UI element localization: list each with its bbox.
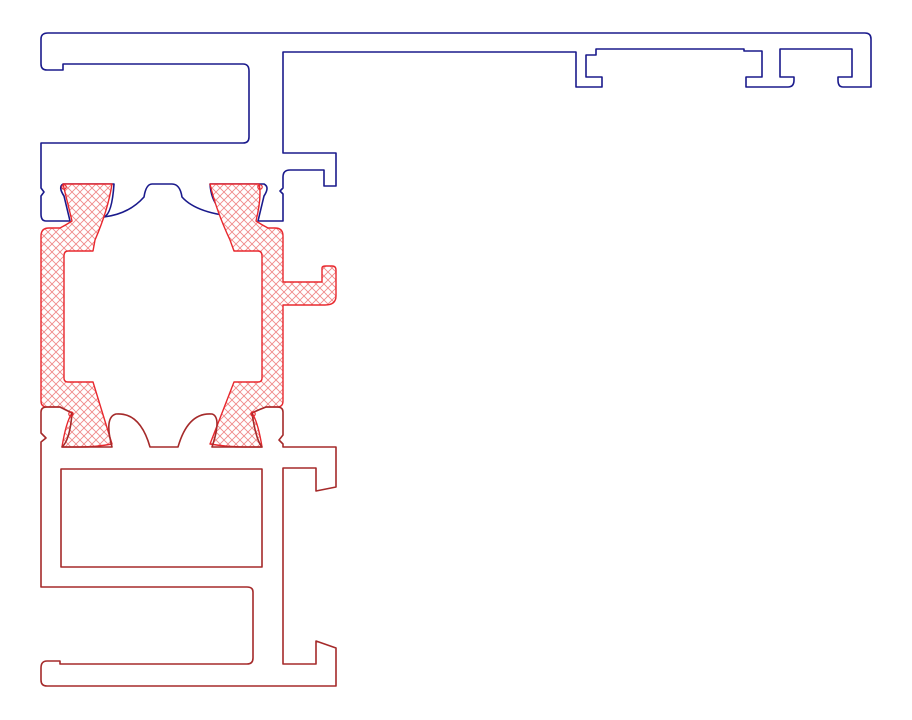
gasket-details (61, 184, 263, 417)
gasket-dot-top-right (257, 184, 263, 190)
gasket-dot-top-left (61, 184, 67, 190)
gasket-dot-bottom-left (68, 411, 74, 417)
sash-inner-chamber (60, 468, 263, 568)
thermal-break-strip (40, 183, 337, 448)
thermal-break-polyamide (40, 183, 337, 448)
gasket-dot-bottom-right (250, 411, 256, 417)
sash-profile (40, 406, 337, 687)
outer-frame-outline (40, 32, 872, 222)
outer-frame-profile (40, 32, 872, 222)
sash-outer-outline (40, 406, 337, 687)
